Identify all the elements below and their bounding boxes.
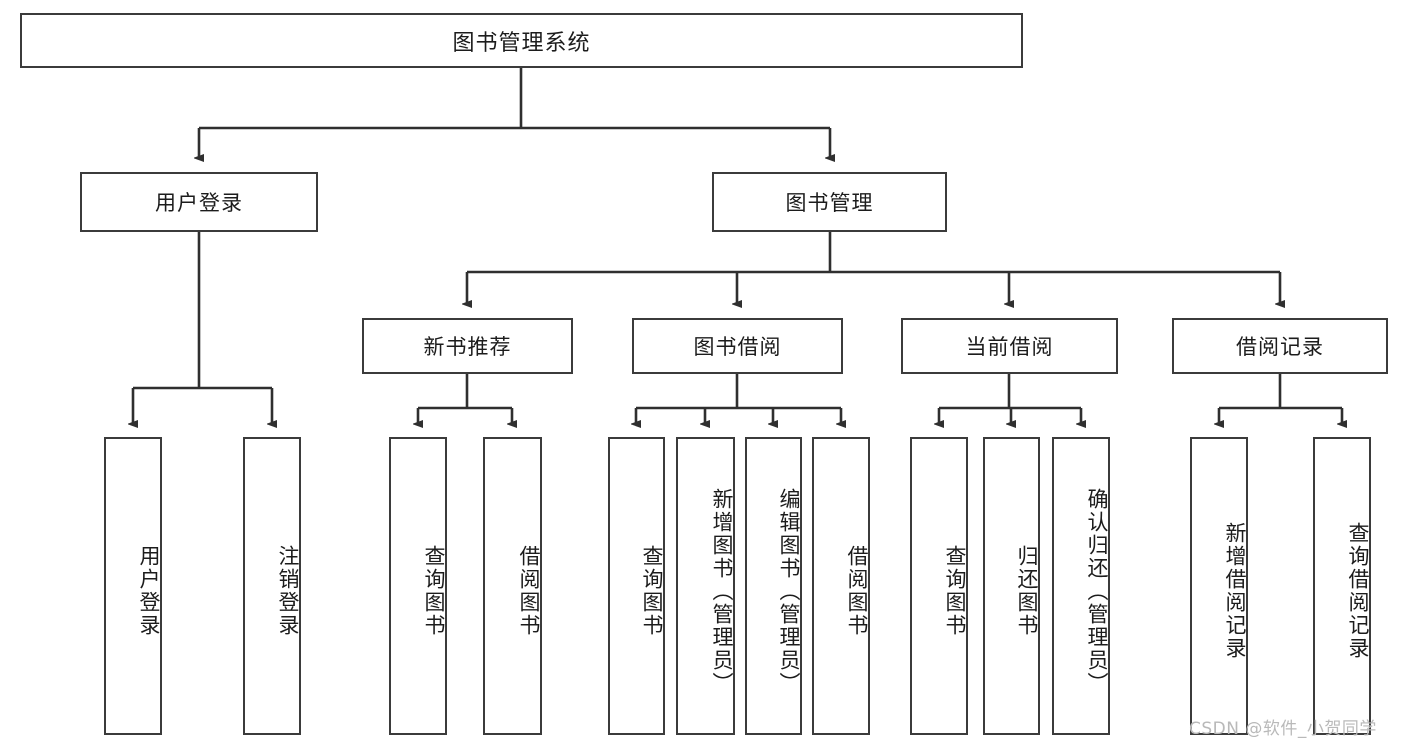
node-current-borrow[interactable]: 当前借阅: [901, 318, 1118, 374]
leaf-label: 查询图书: [422, 545, 446, 637]
node-book-management[interactable]: 图书管理: [712, 172, 947, 232]
node-leaf-confirm-return[interactable]: 确认归还（管理员）: [1052, 437, 1110, 735]
leaf-label: 编辑图书（管理员）: [777, 487, 801, 695]
leaf-label: 借阅图书: [517, 545, 541, 637]
node-leaf-borrow-book-1[interactable]: 借阅图书: [483, 437, 542, 735]
node-leaf-edit-book[interactable]: 编辑图书（管理员）: [745, 437, 802, 735]
leaf-label: 查询借阅记录: [1346, 522, 1370, 660]
leaf-label: 归还图书: [1015, 545, 1039, 637]
node-leaf-logout[interactable]: 注销登录: [243, 437, 301, 735]
leaf-label: 用户登录: [137, 545, 161, 637]
leaf-label: 借阅图书: [845, 545, 869, 637]
node-leaf-borrow-book-2[interactable]: 借阅图书: [812, 437, 870, 735]
leaf-label: 确认归还（管理员）: [1085, 487, 1109, 695]
node-borrow-record[interactable]: 借阅记录: [1172, 318, 1388, 374]
node-leaf-query-book-1[interactable]: 查询图书: [389, 437, 447, 735]
node-book-borrow[interactable]: 图书借阅: [632, 318, 843, 374]
leaf-label: 查询图书: [943, 545, 967, 637]
node-leaf-query-record[interactable]: 查询借阅记录: [1313, 437, 1371, 735]
leaf-label: 查询图书: [640, 545, 664, 637]
node-leaf-query-book-3[interactable]: 查询图书: [910, 437, 968, 735]
node-leaf-return-book[interactable]: 归还图书: [983, 437, 1040, 735]
node-leaf-add-record[interactable]: 新增借阅记录: [1190, 437, 1248, 735]
node-leaf-query-book-2[interactable]: 查询图书: [608, 437, 665, 735]
node-user-login[interactable]: 用户登录: [80, 172, 318, 232]
node-new-book-recommend[interactable]: 新书推荐: [362, 318, 573, 374]
watermark-text: CSDN @软件_小贺同学: [1189, 719, 1377, 739]
node-leaf-user-login[interactable]: 用户登录: [104, 437, 162, 735]
leaf-label: 注销登录: [276, 545, 300, 637]
node-root[interactable]: 图书管理系统: [20, 13, 1023, 68]
leaf-label: 新增图书（管理员）: [710, 487, 734, 695]
node-leaf-add-book[interactable]: 新增图书（管理员）: [676, 437, 735, 735]
leaf-label: 新增借阅记录: [1223, 522, 1247, 660]
